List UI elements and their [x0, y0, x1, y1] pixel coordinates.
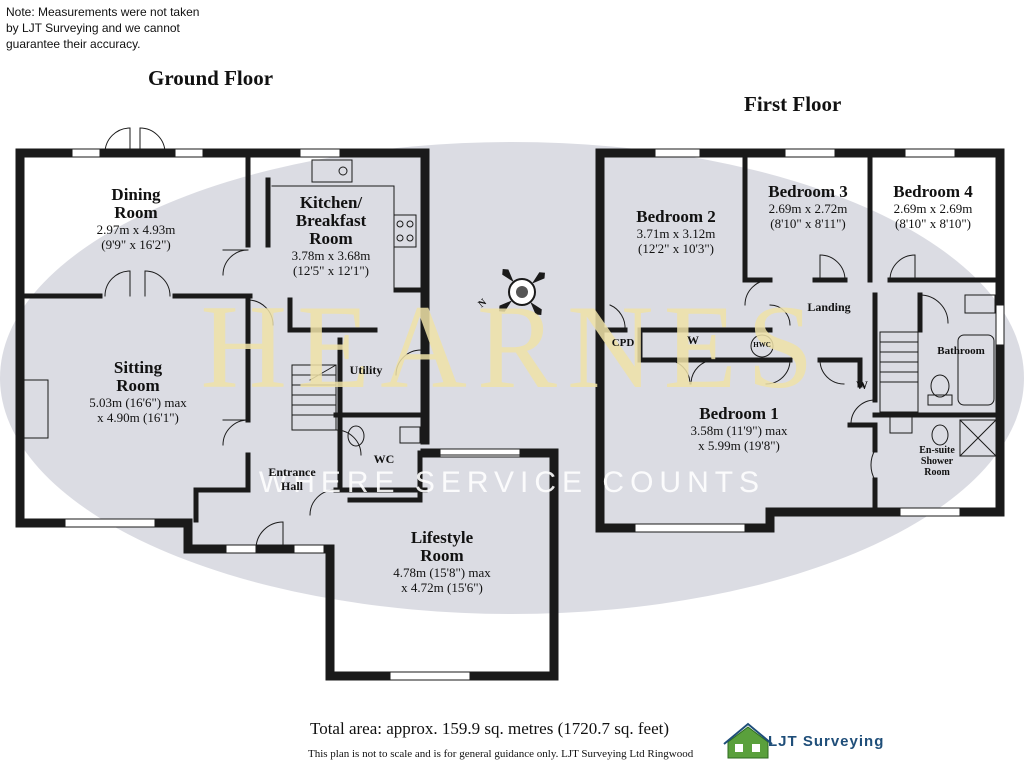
ground-floor-title: Ground Floor	[148, 66, 274, 90]
ground-floor-inner-walls	[17, 150, 428, 523]
wc-fittings	[347, 425, 421, 447]
label-ensuite-2: Shower	[920, 456, 954, 467]
label-bathroom: Bathroom	[937, 345, 985, 357]
label-entrance: Entrance	[268, 465, 316, 479]
watermark-slogan: WHERE SERVICE COUNTS	[258, 466, 766, 499]
room-lifestyle: Lifestyle Room 4.78m (15'8") max x 4.72m…	[393, 528, 491, 596]
label-wardrobe-2: W	[856, 378, 868, 392]
ground-floor-doors	[104, 127, 422, 550]
first-floor-title: First Floor	[744, 92, 842, 116]
label-ensuite-3: Room	[924, 467, 950, 478]
label-wardrobe-1: W	[687, 333, 699, 347]
measurement-note: Note: Measurements were not taken by LJT…	[6, 5, 200, 51]
first-floor-doors	[609, 254, 949, 481]
total-area: Total area: approx. 159.9 sq. metres (17…	[310, 719, 670, 738]
hwc-tank	[750, 334, 774, 358]
room-sitting: Sitting Room 5.03m (16'6") max x 4.90m (…	[89, 358, 187, 426]
label-hwc: HWC	[753, 341, 771, 349]
room-bedroom-2: Bedroom 2 3.71m x 3.12m (12'2" x 10'3")	[636, 207, 716, 257]
kitchen-fittings	[271, 159, 417, 291]
disclaimer: This plan is not to scale and is for gen…	[308, 748, 694, 760]
ground-floor-windows	[64, 148, 521, 681]
ground-floor-stairs	[291, 364, 337, 431]
label-hall: Hall	[280, 479, 304, 493]
watermark-hearnes: HEARNES	[200, 280, 824, 413]
room-bedroom-3: Bedroom 3 2.69m x 2.72m (8'10" x 8'11")	[768, 182, 848, 232]
first-floor-walls	[595, 148, 1005, 533]
label-utility: Utility	[349, 363, 383, 377]
bathroom-fittings	[927, 294, 996, 406]
label-cpd: CPD	[611, 337, 635, 349]
label-wc: WC	[373, 452, 395, 466]
label-ensuite-1: En-suite	[919, 445, 955, 456]
room-bedroom-4: Bedroom 4 2.69m x 2.69m (8'10" x 8'10")	[893, 182, 973, 232]
label-landing: Landing	[807, 300, 851, 314]
first-floor-inner-walls	[597, 150, 1003, 515]
room-dining: Dining Room 2.97m x 4.93m (9'9" x 16'2")	[96, 185, 176, 253]
first-floor-windows	[634, 148, 1005, 533]
ljt-brand-name: LJT Surveying	[768, 733, 885, 750]
first-floor-stairs	[879, 331, 919, 413]
room-kitchen: Kitchen/ Breakfast Room 3.78m x 3.68m (1…	[291, 193, 371, 279]
compass-icon	[499, 269, 545, 315]
ensuite-fittings	[889, 416, 997, 457]
room-bedroom-1: Bedroom 1 3.58m (11'9") max x 5.99m (19'…	[690, 404, 788, 454]
fireplace	[23, 379, 49, 439]
